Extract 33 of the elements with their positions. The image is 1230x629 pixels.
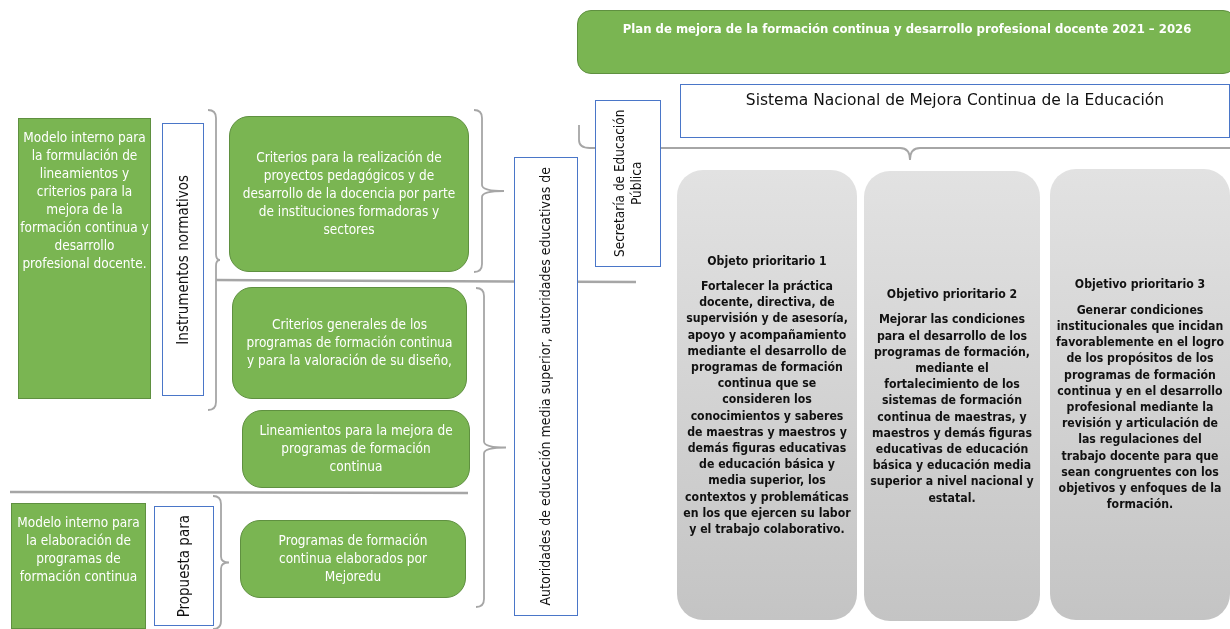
document-box bbox=[240, 520, 466, 598]
box-label: Criterios generales de los programas de formación continua y para la valoración de su diseño, bbox=[245, 316, 454, 370]
document-box bbox=[229, 116, 469, 272]
box-label: Autoridades de educación media superior, autoridades educativas de bbox=[537, 167, 555, 606]
vertical-label-box bbox=[514, 157, 578, 616]
model-box bbox=[18, 118, 151, 399]
card-description: Fortalecer la práctica docente, directiva, de supervisión y de asesoría, apoyo y acompañamiento mediante el desarrollo de programas de formación continua que se consideren los conocimientos y saberes de maestras y maestros y demás figuras educativas de educación básica y media superior, los contextos y problemáticas en los que ejercen su labor y el trabajo colaborativo. bbox=[683, 277, 851, 538]
vertical-label-box bbox=[154, 506, 214, 626]
vertical-label-box bbox=[595, 100, 661, 267]
objective-card bbox=[677, 170, 857, 620]
objective-card bbox=[864, 171, 1040, 621]
box-label: Programas de formación continua elaborados por Mejoredu bbox=[277, 532, 429, 586]
box-label: Sistema Nacional de Mejora Continua de la Educación bbox=[745, 91, 1165, 109]
objective-card bbox=[1050, 169, 1230, 620]
box-label: Criterios para la realización de proyectos pedagógicos y de desarrollo de la docencia por parte de instituciones formadoras y sectores bbox=[241, 149, 457, 239]
box-label: Secretaría de Educación Pública bbox=[611, 108, 645, 260]
box-label: Lineamientos para la mejora de programas de formación continua bbox=[258, 422, 454, 476]
model-box bbox=[11, 503, 146, 629]
document-box bbox=[242, 410, 470, 488]
plan-banner bbox=[577, 10, 1230, 74]
box-label: Instrumentos normativos bbox=[173, 174, 193, 345]
box-label: Plan de mejora de la formación continua y desarrollo profesional docente 2021 – 2026 bbox=[621, 20, 1193, 38]
card-heading: Objetivo prioritario 3 bbox=[1073, 276, 1207, 293]
card-description: Generar condiciones institucionales que incidan favorablemente en el logro de los propósitos de los programas de formación continua y en el desarrollo profesional mediante la revisión y articulación de las regulaciones del trabajo docente para que sean congruentes con los objetivos y enfoques de la formación. bbox=[1056, 301, 1224, 513]
box-label: Propuesta para bbox=[174, 514, 194, 618]
card-heading: Objeto prioritario 1 bbox=[706, 252, 828, 269]
card-heading: Objetivo prioritario 2 bbox=[885, 286, 1019, 303]
system-box bbox=[680, 84, 1230, 138]
box-label: Modelo interno para la elaboración de programas de formación continua bbox=[16, 514, 141, 586]
box-label: Modelo interno para la formulación de lineamientos y criterios para la mejora de la formación continua y desarrollo profesional docente. bbox=[19, 129, 150, 273]
vertical-label-box bbox=[162, 123, 204, 396]
card-description: Mejorar las condiciones para el desarrollo de los programas de formación, mediante el fortalecimiento de los sistemas de formación continua de maestras, y maestros y demás figuras educativas de educación básica y educación media superior a nivel nacional y estatal. bbox=[870, 311, 1034, 506]
document-box bbox=[232, 287, 467, 399]
